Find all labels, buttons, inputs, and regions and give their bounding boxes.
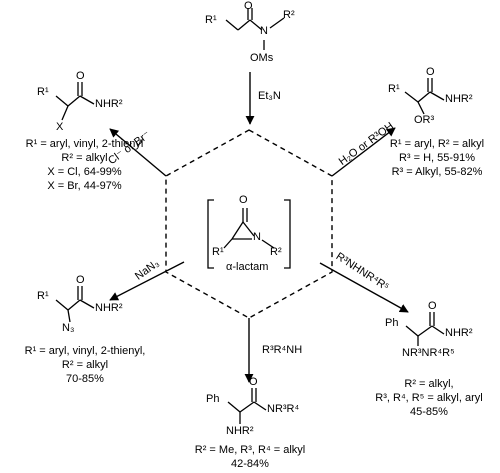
amine-ph: Ph	[206, 393, 220, 405]
start-r1: R¹	[205, 14, 217, 26]
amine-nr3r4: NR³R⁴	[267, 403, 300, 415]
lactam-r1: R¹	[212, 246, 224, 258]
alkoxy-note-2: R³ = H, 55-91%	[398, 152, 476, 164]
azide-note-2: R² = alkyl	[61, 359, 109, 371]
condition-et3n: Et₃N	[258, 90, 281, 102]
aziridinone-ring	[223, 208, 275, 249]
start-o: O	[244, 0, 253, 12]
start-oms: OMs	[250, 52, 274, 64]
azide-r1: R¹	[37, 290, 49, 302]
azide-nhr2: NHR²	[95, 302, 123, 314]
right-bracket	[284, 199, 291, 269]
azide-note-3: 70-85%	[66, 373, 104, 385]
hydrazide-note-1: R² = alkyl,	[404, 378, 454, 390]
halide-note-3: X = Cl, 64-99%	[47, 166, 122, 178]
alkoxy-o: O	[426, 66, 435, 78]
alkoxy-r1: R¹	[388, 83, 400, 95]
start-r2: R²	[283, 9, 295, 21]
lactam-name: α-lactam	[226, 261, 269, 273]
amine-o: O	[249, 376, 258, 388]
amine-note-1: R² = Me, R³, R⁴ = alkyl	[194, 444, 306, 456]
arrow-to-azide	[109, 261, 185, 301]
lactam-r2: R²	[270, 246, 282, 258]
azide-product-bonds	[55, 286, 95, 323]
hydrazide-nr: NR³NR⁴R⁵	[402, 347, 455, 359]
hydrazide-product-bonds	[405, 312, 445, 346]
azide-n3: N₃	[62, 322, 75, 334]
halide-r1: R¹	[37, 86, 49, 98]
halide-note-4: X = Br, 44-97%	[47, 180, 122, 192]
arrow-to-halide	[109, 128, 167, 177]
start-n: N	[260, 25, 268, 37]
alkoxy-product-bonds	[404, 78, 445, 115]
starting-material-bonds	[225, 8, 285, 50]
halide-x: X	[56, 121, 64, 133]
arrow-to-alkoxy	[331, 127, 396, 177]
left-bracket	[207, 199, 214, 269]
hydrazide-note-2: R³, R⁴, R⁵ = alkyl, aryl	[375, 392, 483, 404]
alkoxy-note-1: R¹ = aryl, R² = alkyl	[389, 138, 485, 150]
azide-o: O	[76, 274, 85, 286]
lactam-o: O	[239, 194, 248, 206]
dashed-hexagon	[165, 129, 333, 319]
alkoxy-note-3: R³ = Alkyl, 55-82%	[391, 166, 483, 178]
hydrazide-note-3: 45-85%	[410, 406, 448, 418]
hydrazide-o: O	[428, 300, 437, 312]
halide-nhr2: NHR²	[95, 98, 123, 110]
arrow-to-hydrazide	[319, 262, 409, 313]
hydrazide-ph: Ph	[385, 317, 399, 329]
halide-product-bonds	[55, 82, 95, 121]
amine-nhr2: NHR²	[226, 425, 254, 437]
amine-note-2: 42-84%	[231, 458, 269, 470]
alkoxy-nhr2: NHR²	[445, 93, 473, 105]
halide-note-2: R² = alkyl	[61, 152, 108, 164]
condition-amine: R³R⁴NH	[262, 344, 303, 356]
halide-note-1: R¹ = aryl, vinyl, 2-thienyl	[25, 138, 144, 150]
amine-product-bonds	[227, 388, 267, 424]
azide-note-1: R¹ = aryl, vinyl, 2-thienyl,	[24, 345, 146, 357]
lactam-n: N	[253, 231, 261, 243]
hydrazide-nhr2: NHR²	[445, 327, 473, 339]
halide-o: O	[76, 70, 85, 82]
alkoxy-or3: OR³	[414, 114, 435, 126]
